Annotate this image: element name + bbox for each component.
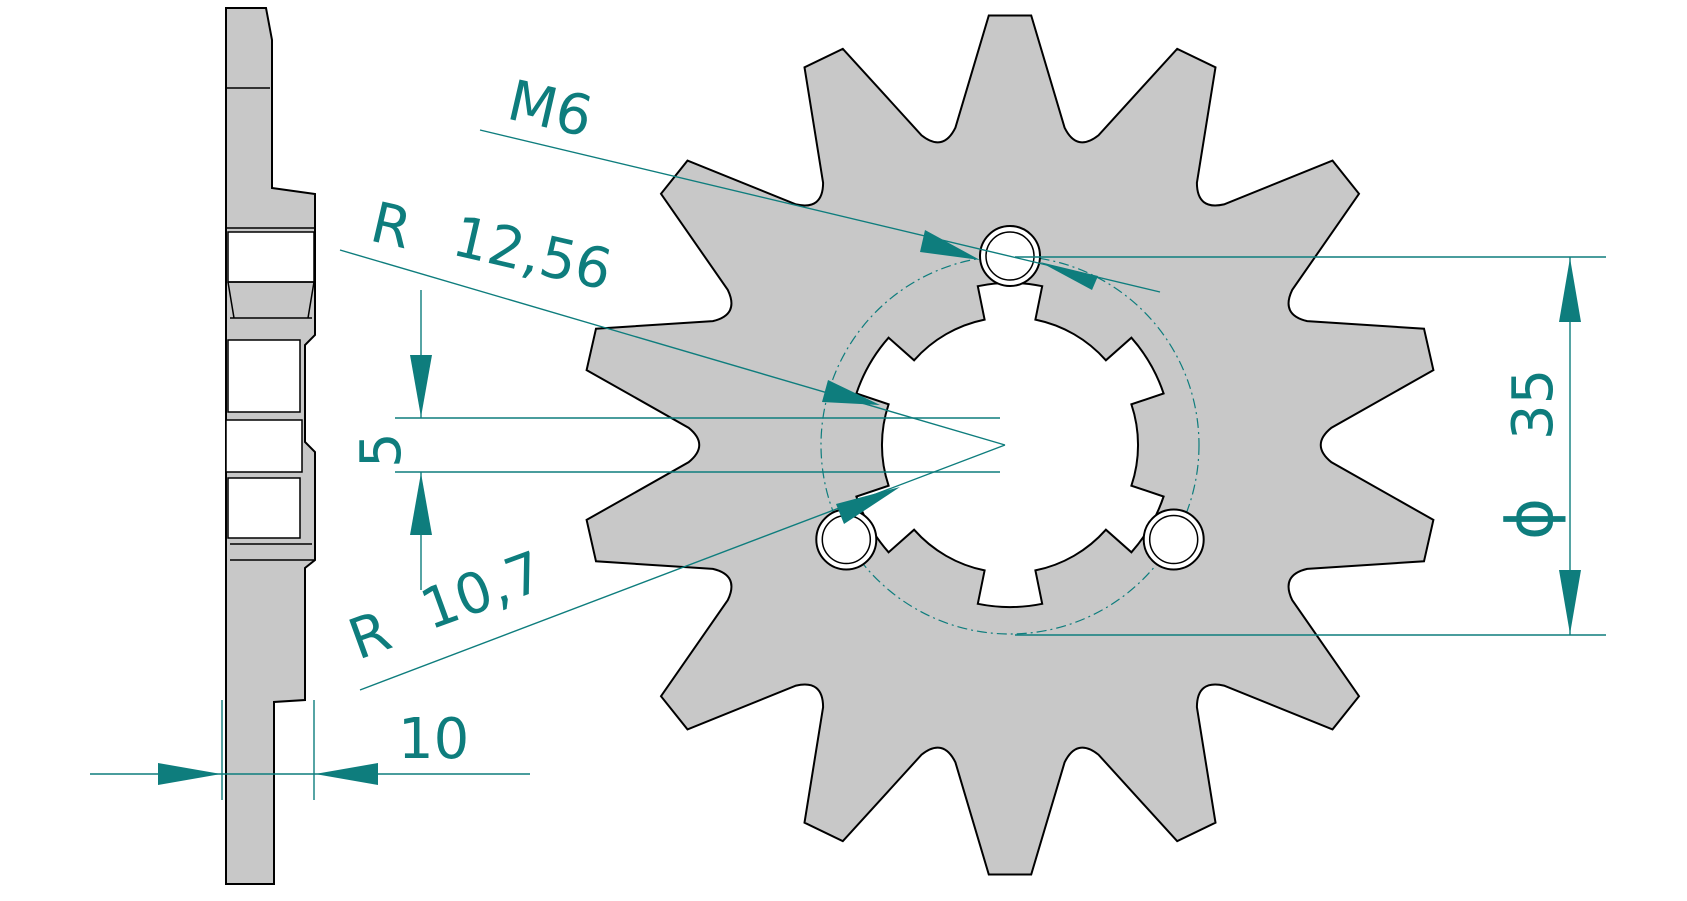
r107-arrowhead [836,487,900,524]
sprocket-side-view [225,7,316,885]
side-chamfer [307,281,315,319]
bolt-circle-symbol: ϕ [1494,498,1568,540]
thickness-arrowhead [158,763,221,785]
r1256-arrowhead [822,380,880,405]
sprocket-front-view [585,14,1435,876]
dimension-annotations [90,129,1606,800]
bolt-circle-arrowhead [1559,570,1581,634]
bolt-hole-thread [1148,514,1199,565]
spline-width-arrowhead [410,473,432,535]
bolt-circle-arrowhead [1559,258,1581,322]
bolt-hole [1142,508,1205,571]
thickness-label: 10 [398,707,469,772]
spline-width-label: 5 [349,432,414,468]
r107-prefix: R [341,599,400,673]
r107-leader-line [359,444,1006,691]
thickness-arrowhead [315,763,378,785]
side-spline-band [225,419,303,473]
bolt-circle-label: 35 [1501,369,1566,440]
side-bore-window [227,339,301,413]
bolt-hole-thread [985,231,1035,281]
side-hub-window-lower [227,477,301,539]
side-chamfer [227,281,235,319]
side-hub-window-upper [227,231,315,283]
m6-arrowhead [920,230,980,260]
bolt-circle-centerline [820,255,1200,635]
m6-arrowhead [1040,262,1098,290]
spline-width-arrowhead [410,355,432,417]
r1256-prefix: R [365,190,418,262]
sprocket-body-outline [585,14,1435,876]
r1256-leader-line [339,249,1006,446]
r107-value: 10,7 [413,539,552,643]
